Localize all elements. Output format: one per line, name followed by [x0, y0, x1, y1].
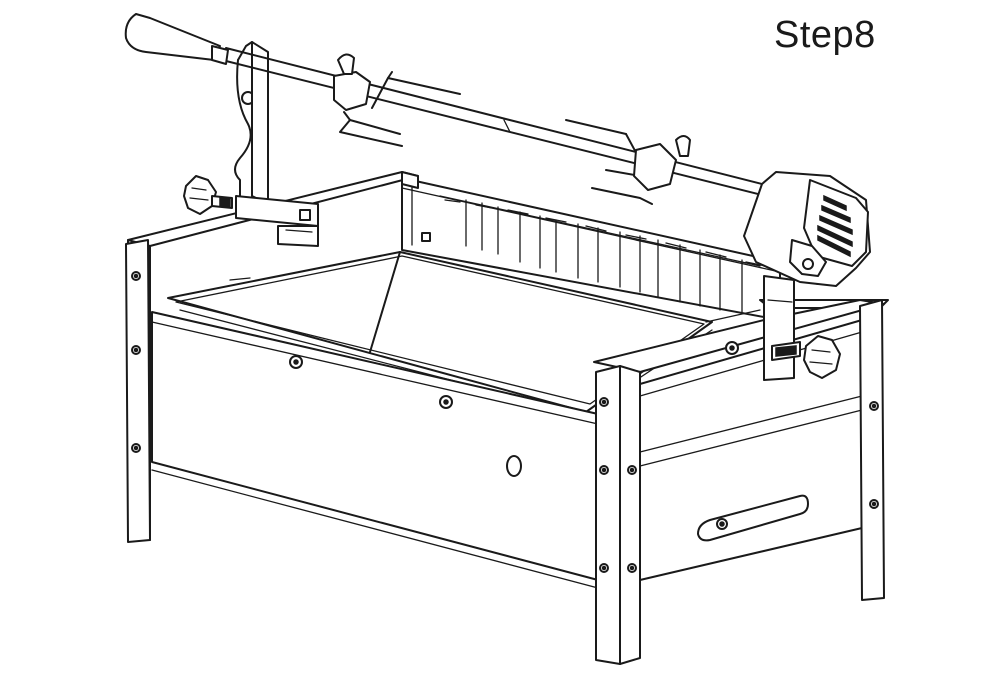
step-label: Step8	[774, 14, 876, 56]
right-back-leg	[859, 299, 885, 601]
right-thumb-screw	[771, 335, 841, 379]
left-back-leg	[125, 239, 151, 543]
rack-slots	[439, 195, 767, 313]
motor-label-text	[817, 194, 853, 258]
left-spit-bracket	[234, 41, 319, 247]
front-left-corner-leg	[595, 365, 641, 665]
spit-rod	[124, 13, 771, 197]
left-thumb-screw	[183, 175, 233, 215]
spit-fork-left	[333, 53, 461, 147]
rotisserie-motor	[743, 171, 871, 381]
spit-fork-right	[565, 119, 691, 205]
